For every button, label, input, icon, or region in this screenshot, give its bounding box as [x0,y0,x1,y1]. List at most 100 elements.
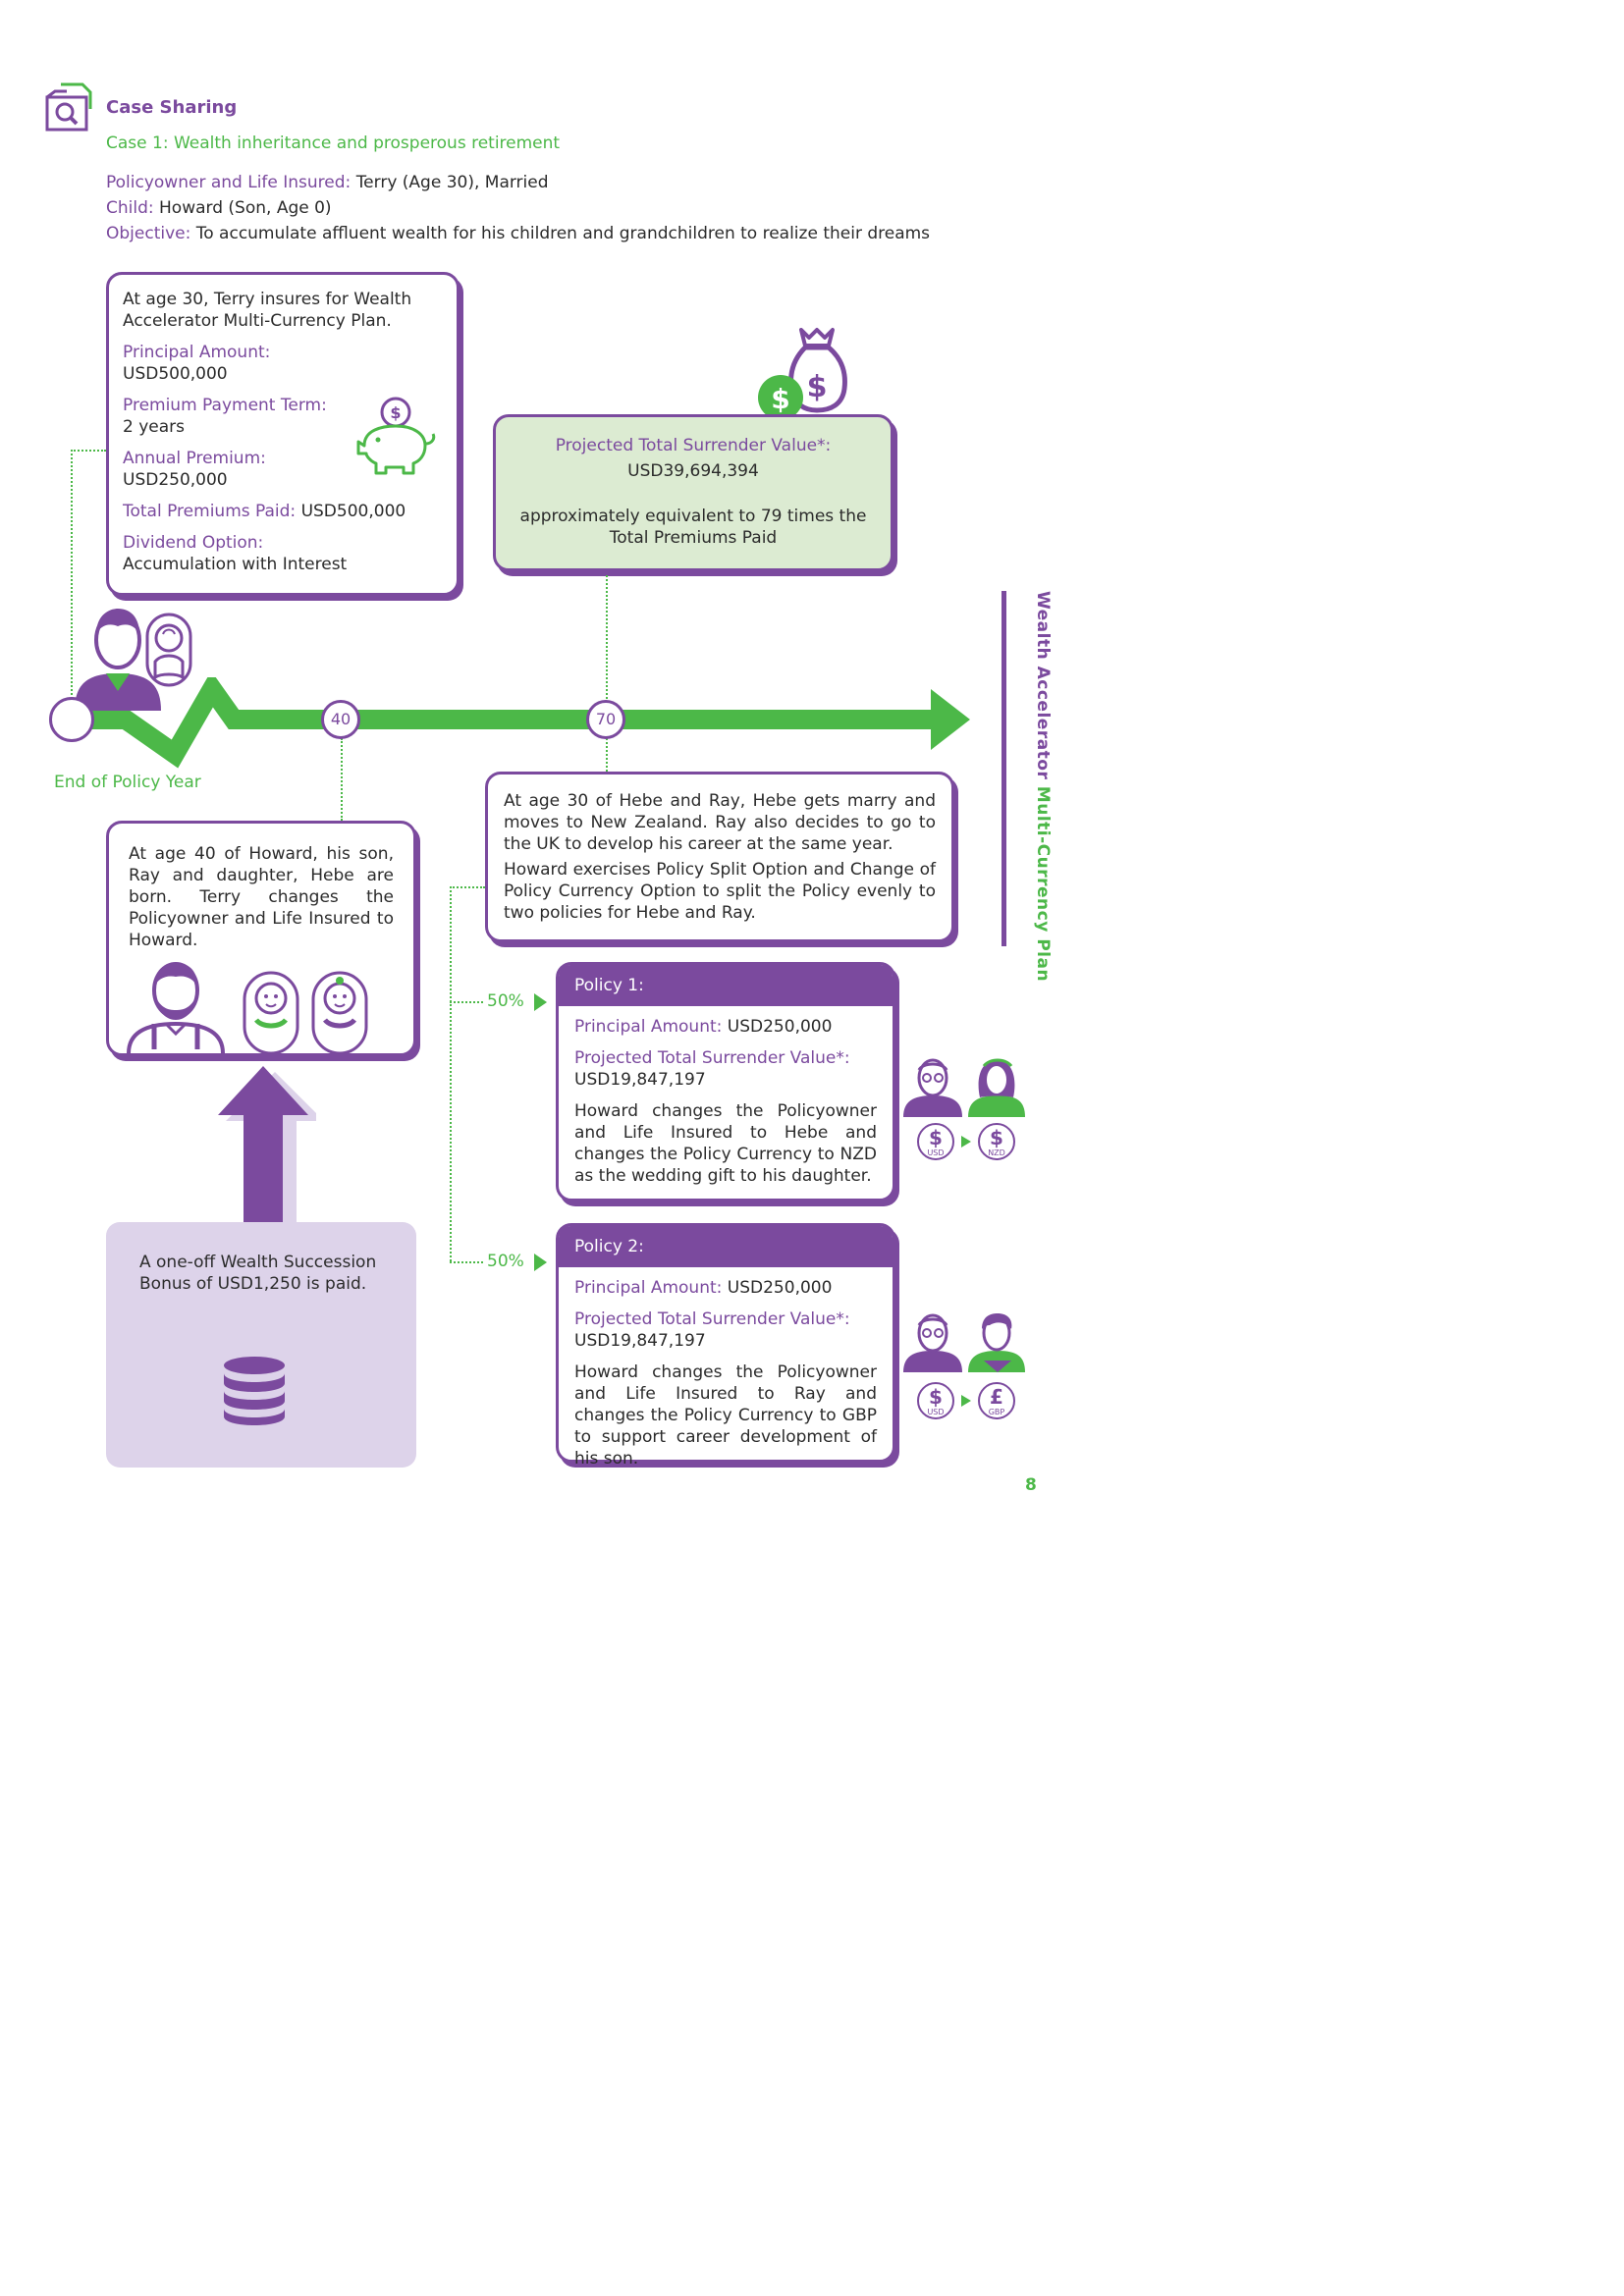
policy2-from-symbol: $ [929,1385,943,1409]
surrender-label: Projected Total Surrender Value*: [555,436,832,455]
principal-label: Principal Amount: [123,343,271,362]
total-line: Total Premiums Paid: USD500,000 [123,501,443,522]
side-title-part2: Multi-Currency Plan [1033,785,1053,983]
milestone-40: 40 [321,700,360,739]
policy1-to-code: NZD [988,1148,1005,1157]
policy1-principal-label: Principal Amount: [574,1017,723,1037]
connector-p2 [450,1261,483,1263]
age40-card: At age 40 of Howard, his son, Ray and da… [106,821,416,1056]
policy1-to-symbol: $ [990,1126,1003,1149]
term-value: 2 years [123,417,186,437]
policy2-to-code: GBP [988,1408,1005,1416]
policy2-currency-arrow [961,1395,971,1407]
age70-para1: At age 30 of Hebe and Ray, Hebe gets mar… [504,791,936,854]
svg-text:$: $ [390,403,401,422]
case-sharing-icon [45,81,94,133]
policy2-split-arrow [534,1254,547,1271]
connector-70-up [606,575,608,703]
term-label: Premium Payment Term: [123,396,327,415]
timeline-marker-40-arrow [300,712,312,727]
age70-card: At age 30 of Hebe and Ray, Hebe gets mar… [485,772,954,942]
connector-p1 [450,1001,483,1003]
policy2-from-code: USD [927,1408,945,1416]
policy2-title: Policy 2: [559,1226,893,1267]
side-title-part1: Wealth Accelerator [1033,591,1053,786]
policy1-split: 50% [487,991,524,1011]
age40-text: At age 40 of Howard, his son, Ray and da… [129,844,394,950]
father-icon [71,605,165,713]
connector-40-down [341,738,343,821]
policy1-split-arrow [534,993,547,1011]
total-value: USD500,000 [300,502,406,521]
start-intro: At age 30, Terry insures for Wealth Acce… [123,290,412,331]
policy2-from-currency-icon: $ USD [917,1382,954,1419]
svg-text:$: $ [807,370,828,404]
policy2-principal-label: Principal Amount: [574,1278,723,1298]
policy2-to-symbol: £ [990,1385,1003,1409]
policy1-currency-arrow [961,1136,971,1148]
side-title: Wealth Accelerator Multi-Currency Plan [1033,591,1053,982]
policy1-title: Policy 1: [559,965,893,1006]
policyowner-value: Terry (Age 30), Married [355,173,549,192]
child-line: Child: Howard (Son, Age 0) [106,198,332,218]
total-label: Total Premiums Paid: [123,502,297,521]
policyowner-line: Policyowner and Life Insured: Terry (Age… [106,173,549,192]
family-icons [125,959,400,1055]
start-card: At age 30, Terry insures for Wealth Acce… [106,272,460,596]
objective-value: To accumulate affluent wealth for his ch… [195,224,931,243]
policy2-body: Principal Amount: USD250,000 Projected T… [559,1267,893,1479]
dividend-label: Dividend Option: [123,533,264,553]
policy2-to-currency-icon: £ GBP [978,1382,1015,1419]
policy2-description: Howard changes the Policyowner and Life … [574,1362,877,1468]
annual-label: Annual Premium: [123,449,266,468]
section-title: Case Sharing [106,97,238,118]
policy2-surrender-value: USD19,847,197 [574,1331,706,1351]
policy1-principal: Principal Amount: USD250,000 [574,1016,877,1038]
dividend-value: Accumulation with Interest [123,555,348,574]
database-icon [222,1356,287,1426]
timeline-start-circle [49,697,94,742]
principal-value: USD500,000 [123,364,228,384]
bonus-card: A one-off Wealth Succession Bonus of USD… [106,1222,416,1468]
piggy-bank-icon: $ [352,397,441,475]
policy1-from-currency-icon: $ USD [917,1123,954,1160]
policyowner-label: Policyowner and Life Insured: [106,173,352,192]
side-divider [1001,591,1006,946]
page-number: 8 [1025,1475,1037,1495]
surrender-note: approximately equivalent to 79 times the… [519,507,867,548]
policy2-split: 50% [487,1252,524,1271]
timeline-marker-70-arrow [566,712,577,727]
connector-start-h [71,450,106,452]
policy2-card: Policy 2: Principal Amount: USD250,000 P… [556,1223,895,1468]
objective-line: Objective: To accumulate affluent wealth… [106,224,930,243]
timeline-axis-label: End of Policy Year [54,773,201,792]
milestone-70: 70 [586,700,625,739]
policy2-principal-value: USD250,000 [727,1278,833,1298]
connector-start-v [71,450,73,695]
baby-icon [145,613,192,687]
connector-split-v [450,886,452,1261]
policy1-surrender-label: Projected Total Surrender Value*: [574,1048,850,1068]
policy2-people-icon [901,1311,1027,1372]
child-label: Child: [106,198,154,218]
connector-split-h [450,886,485,888]
up-arrow-icon [218,1066,324,1229]
annual-value: USD250,000 [123,470,228,490]
policy1-to-currency-icon: $ NZD [978,1123,1015,1160]
objective-label: Objective: [106,224,191,243]
policy1-body: Principal Amount: USD250,000 Projected T… [559,1006,893,1197]
policy2-surrender-label: Projected Total Surrender Value*: [574,1309,850,1329]
policy1-from-symbol: $ [929,1126,943,1149]
connector-70-down [606,738,608,772]
age70-para2: Howard exercises Policy Split Option and… [504,860,936,923]
svg-text:$: $ [771,383,789,415]
money-bag-icon: $ $ [754,324,852,420]
timeline-arrow [49,670,977,771]
child-value: Howard (Son, Age 0) [159,198,332,218]
policy1-surrender-value: USD19,847,197 [574,1070,706,1090]
bonus-text: A one-off Wealth Succession Bonus of USD… [139,1253,377,1294]
policy2-principal: Principal Amount: USD250,000 [574,1277,877,1299]
policy1-people-icon [901,1056,1027,1117]
policy1-card: Policy 1: Principal Amount: USD250,000 P… [556,962,895,1201]
case-title: Case 1: Wealth inheritance and prosperou… [106,133,561,153]
